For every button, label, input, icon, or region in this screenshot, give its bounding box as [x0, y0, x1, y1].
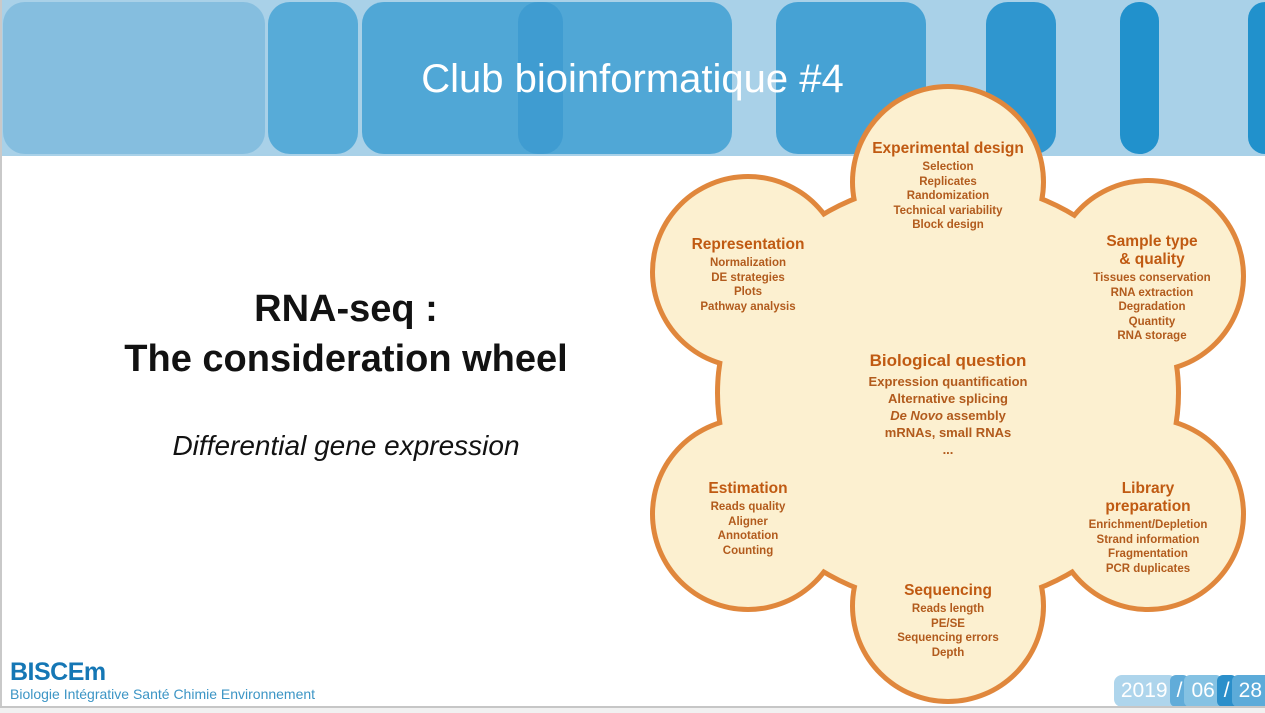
wheel-item: Aligner [728, 515, 768, 528]
banner-stripe [1120, 2, 1159, 154]
wheel-center-items-bottom: mRNAs, small RNAs... [869, 424, 1028, 458]
wheel-petal-heading: Representation [691, 236, 805, 253]
date-month: 06 [1184, 675, 1222, 707]
subtitle: Differential gene expression [172, 430, 520, 461]
wheel-item: Randomization [906, 190, 990, 203]
main-title: RNA-seq : The consideration wheel [0, 284, 692, 384]
main-title-line2: The consideration wheel [124, 338, 568, 380]
petal-representation: Representation Normalization DE strategie… [692, 236, 805, 314]
petal-sample-type-quality: Sample type & quality Tissues conservati… [1093, 233, 1210, 344]
wheel-center-heading: Biological question [869, 351, 1027, 370]
date-badge: 2019 / 06 / 28 [1113, 675, 1265, 707]
wheel-item: Sequencing errors [897, 632, 999, 645]
wheel-item: ... [942, 442, 954, 457]
logo-name: BISCEm [10, 658, 106, 686]
wheel-item: Block design [912, 219, 984, 232]
wheel-item: Expression quantification [868, 374, 1028, 389]
biscem-logo: BISCEm Biologie Intégrative Santé Chimie… [10, 659, 315, 703]
wheel-item: Tissues conservation [1093, 272, 1211, 284]
banner-stripe [268, 2, 358, 154]
wheel-item: Reads quality [710, 501, 786, 513]
wheel-item: Plots [733, 286, 763, 299]
wheel-item: Strand information [1096, 533, 1200, 546]
wheel-item: Depth [931, 646, 965, 659]
wheel-item: Normalization [709, 257, 787, 269]
de-novo-rest: assembly [942, 408, 1006, 423]
wheel-petal-heading: Experimental design [872, 140, 1024, 157]
wheel-item: Replicates [919, 175, 977, 188]
wheel-item: mRNAs, small RNAs [884, 425, 1012, 440]
header-banner: Club bioinformatique #4 [0, 0, 1265, 156]
slide-header-title: Club bioinformatique #4 [421, 57, 844, 101]
wheel-center-item: De Novo assembly [869, 407, 1028, 424]
wheel-item: DE strategies [711, 271, 785, 284]
window-edge-left [0, 0, 2, 713]
wheel-item: PCR duplicates [1105, 562, 1191, 575]
wheel-petal-heading: Sequencing [904, 582, 992, 599]
banner-stripe [1248, 2, 1265, 154]
wheel-petal-heading: Library preparation [1105, 480, 1191, 515]
wheel-item: Technical variability [893, 204, 1003, 217]
wheel-item: RNA storage [1117, 330, 1187, 343]
wheel-item: Reads length [911, 603, 985, 615]
wheel-item: Counting [722, 544, 774, 557]
date-year: 2019 [1113, 675, 1175, 707]
wheel-item: Alternative splicing [888, 391, 1008, 406]
wheel-item: Annotation [717, 530, 779, 543]
wheel-item: Quantity [1128, 315, 1176, 328]
wheel-petal-heading: Sample type & quality [1106, 233, 1198, 268]
banner-stripe [3, 2, 265, 154]
wheel-item: PE/SE [931, 617, 965, 630]
wheel-item: Selection [922, 161, 974, 173]
wheel-item: RNA extraction [1110, 286, 1194, 299]
wheel-item: Pathway analysis [700, 300, 796, 313]
banner-stripe [518, 2, 563, 154]
wheel-item: Fragmentation [1108, 548, 1188, 561]
wheel-item: Enrichment/Depletion [1088, 519, 1208, 531]
wheel-item: Degradation [1118, 301, 1186, 314]
window-edge-bottom [0, 706, 1265, 708]
de-novo-italic: De Novo [890, 408, 943, 423]
wheel-center: Biological question Expression quantific… [869, 350, 1028, 458]
window-edge-bottom-fill [0, 708, 1265, 713]
petal-library-preparation: Library preparation Enrichment/Depletion… [1089, 480, 1208, 576]
logo-tagline: Biologie Intégrative Santé Chimie Enviro… [10, 686, 316, 702]
main-title-line1: RNA-seq : [254, 288, 438, 330]
date-day: 28 [1231, 675, 1265, 707]
wheel-petal-heading: Estimation [708, 480, 788, 497]
